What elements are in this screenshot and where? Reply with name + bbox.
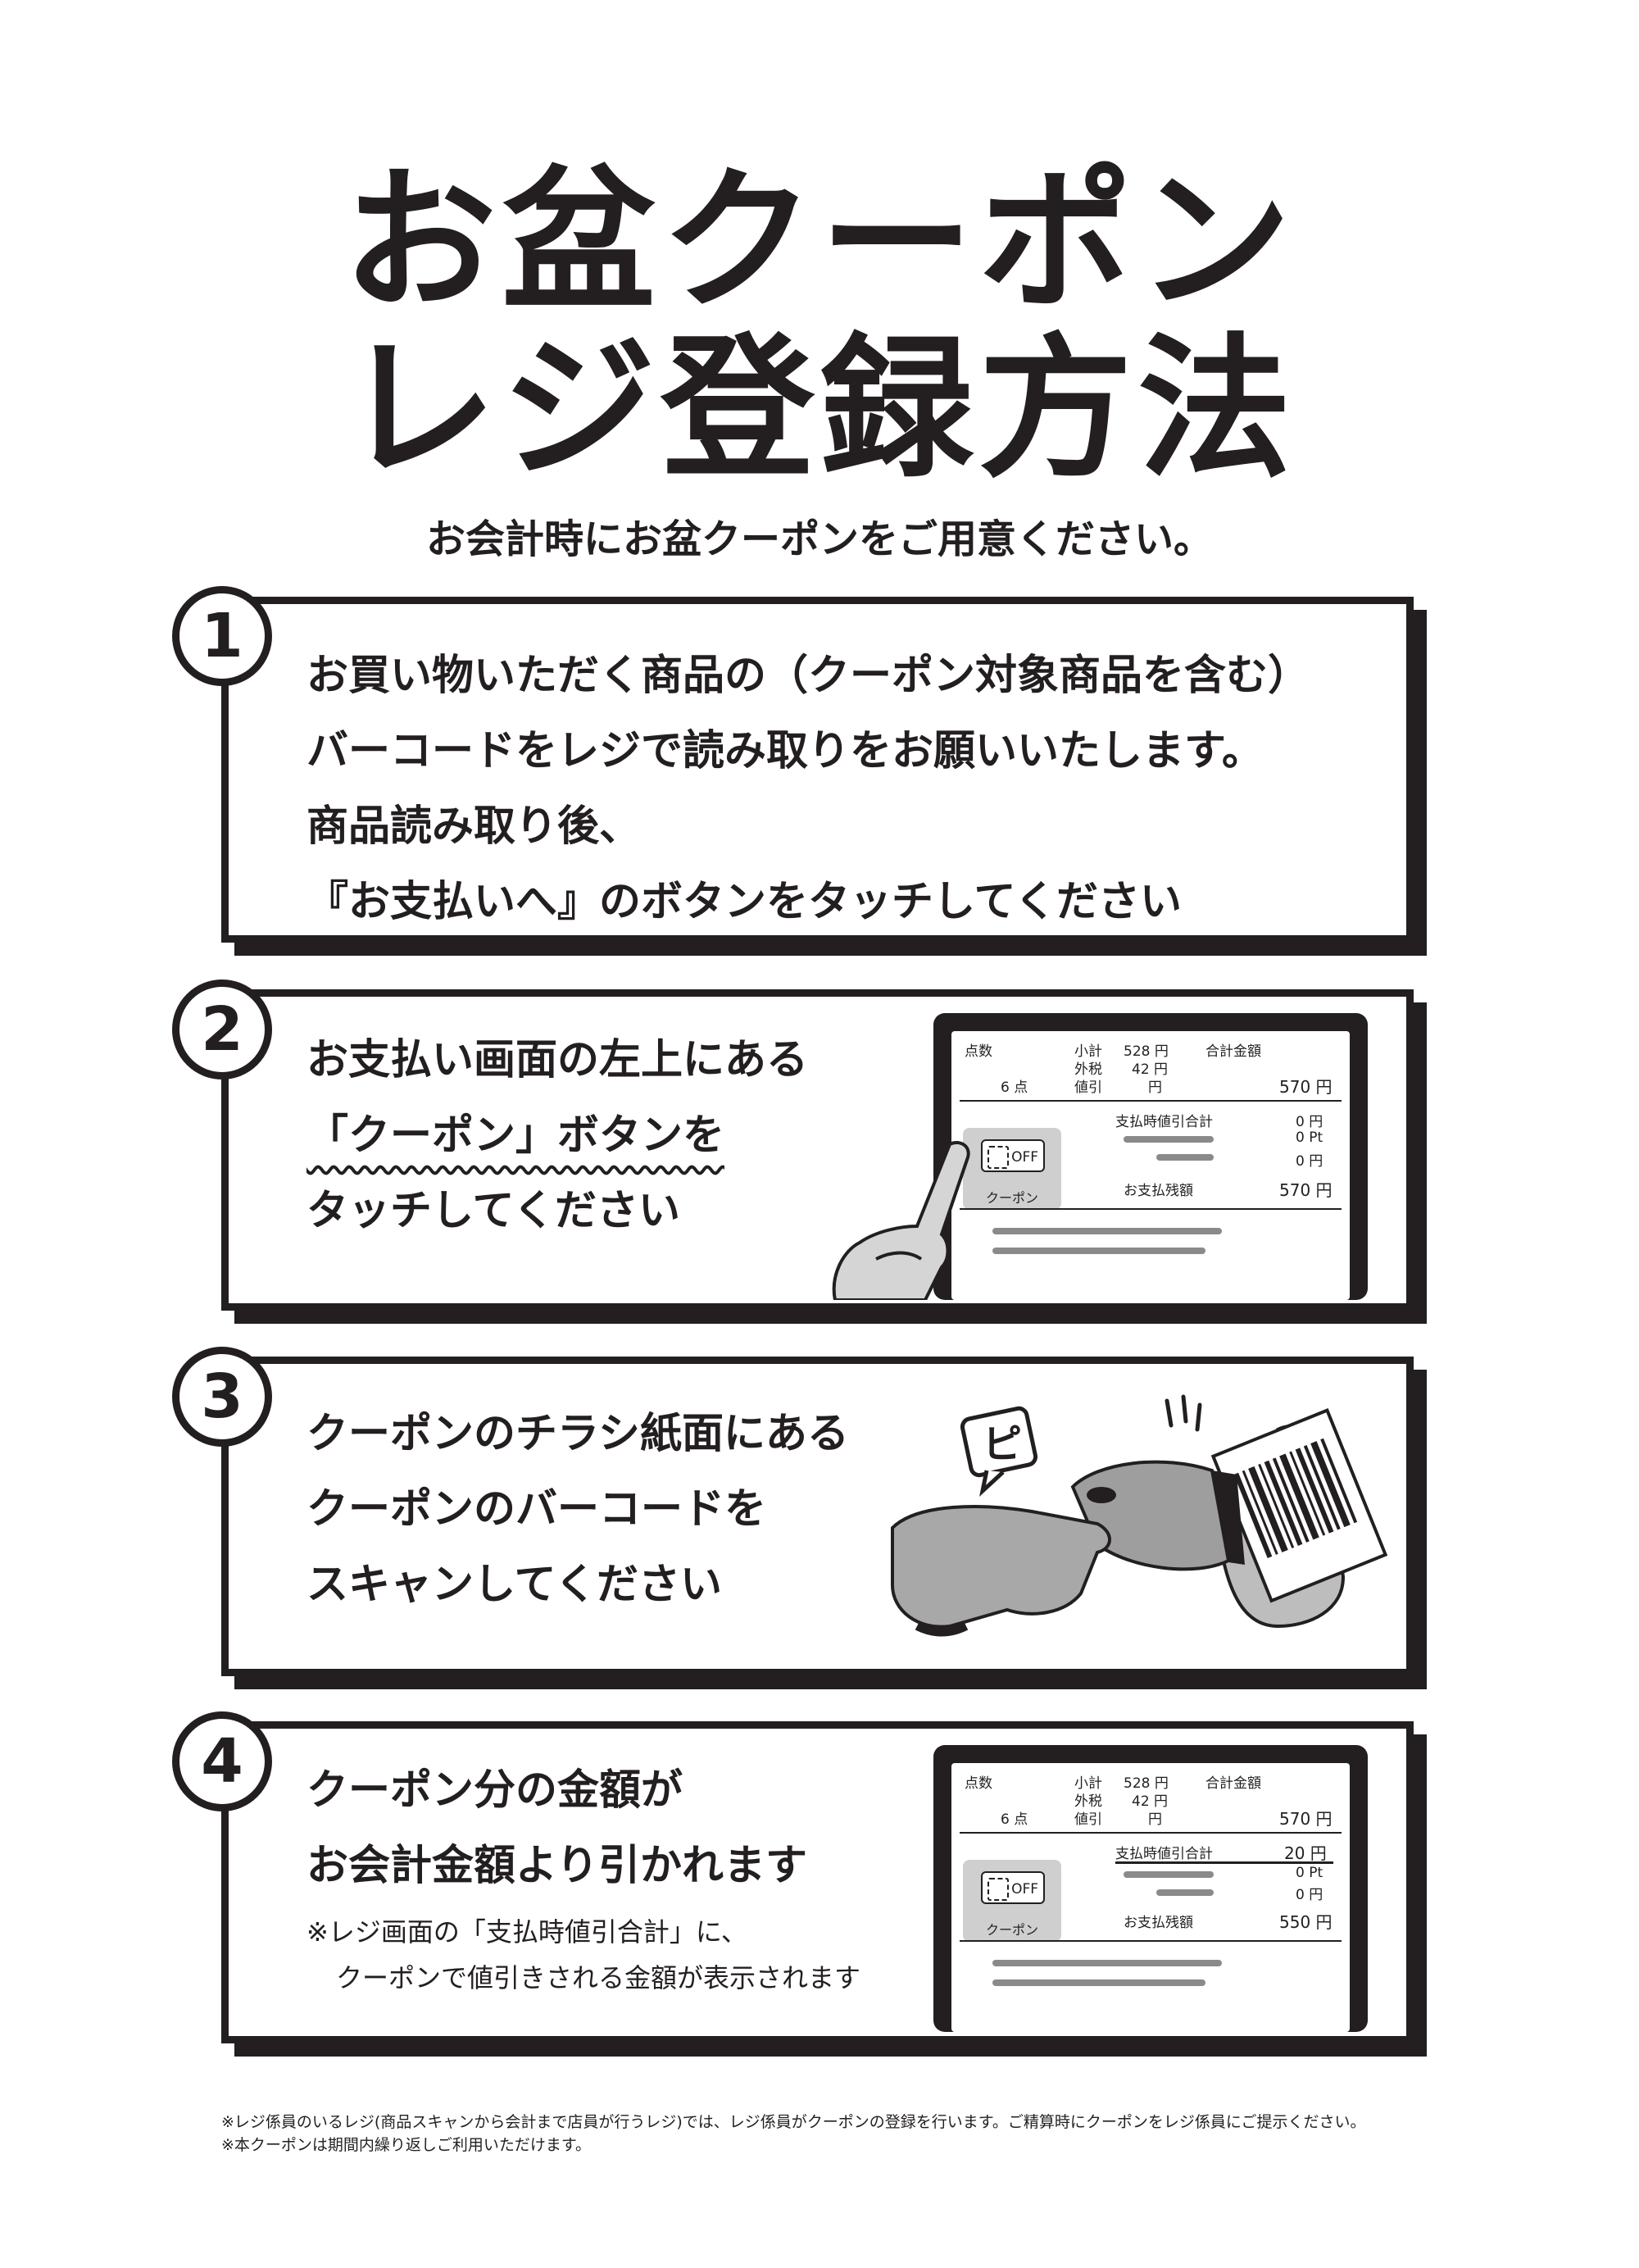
subtotal-label: 小計: [1074, 1043, 1102, 1060]
coupon-off-icon: OFF: [981, 1139, 1045, 1172]
pay-discount-value: 0 円: [1296, 1114, 1323, 1130]
step-4-line: クーポン分の金額が: [306, 1766, 683, 1815]
step-1-line: 商品読み取り後、: [306, 802, 642, 851]
off-text: OFF: [1011, 1881, 1038, 1898]
step-4-badge: 4: [172, 1711, 272, 1811]
step-1-line: バーコードをレジで読み取りをお願いいたします。: [306, 727, 1264, 775]
discount-label: 値引: [1074, 1079, 1102, 1096]
off-text: OFF: [1011, 1149, 1038, 1166]
coupon-off-icon: OFF: [981, 1871, 1045, 1904]
coupon-button[interactable]: OFF クーポン: [963, 1128, 1061, 1210]
divider: [960, 1208, 1342, 1210]
discount-unit: 円: [1148, 1811, 1162, 1828]
step-1-text: お買い物いただく商品の（クーポン対象商品を含む） バーコードをレジで読み取りをお…: [306, 639, 1310, 940]
total-value: 570 円: [1279, 1809, 1333, 1829]
step-3-text: クーポンのチラシ紙面にある クーポンのバーコードを スキャンしてください: [306, 1397, 849, 1623]
tax-label: 外税: [1074, 1793, 1102, 1810]
subtotal-value: 528 円: [1124, 1043, 1169, 1060]
step-1-panel: お買い物いただく商品の（クーポン対象商品を含む） バーコードをレジで読み取りをお…: [221, 597, 1414, 943]
step-1-badge: 1: [172, 586, 272, 686]
divider: [960, 1100, 1342, 1102]
beep-text: ピ: [983, 1421, 1022, 1467]
total-label: 合計金額: [1205, 1775, 1261, 1792]
coupon-button-label: クーポン: [985, 1922, 1038, 1938]
barcode-scanner-icon: [1070, 1460, 1245, 1571]
highlight-underline: [1115, 1861, 1333, 1864]
subtitle: お会計時にお盆クーポンをご用意ください。: [425, 516, 1213, 562]
remaining-label: お支払残額: [1124, 1183, 1193, 1199]
step-2-line: タッチしてください: [306, 1187, 680, 1235]
register-screen-illustration: 点数 小計 528 円 合計金額 外税 42 円 6 点 値引 円 570 円 …: [832, 1013, 1368, 1300]
points-value: 0 Pt: [1296, 1865, 1323, 1881]
subtotal-label: 小計: [1074, 1775, 1102, 1792]
step-1-line: お買い物いただく商品の（クーポン対象商品を含む）: [306, 652, 1310, 700]
step-4-note-line: クーポンで値引きされる金額が表示されます: [336, 1962, 861, 1993]
step-3-line: クーポンのチラシ紙面にある: [306, 1410, 849, 1458]
step-2-text: お支払い画面の左上にある 「クーポン」ボタンを タッチしてください: [306, 1023, 808, 1249]
tax-label: 外税: [1074, 1061, 1102, 1078]
tax-value: 42 円: [1132, 1793, 1169, 1810]
clerk-hand: [891, 1505, 1111, 1629]
remaining-value: 550 円: [1279, 1912, 1333, 1932]
count-label: 点数: [965, 1043, 992, 1060]
step-3-line: クーポンのバーコードを: [306, 1485, 767, 1534]
count-value: 6 点: [1001, 1079, 1028, 1096]
barcode-icon: [1233, 1438, 1358, 1558]
divider: [960, 1940, 1342, 1942]
step-4-text: クーポン分の金額が お会計金額より引かれます: [306, 1753, 807, 1904]
register-screen: 点数 小計 528 円 合計金額 外税 42 円 6 点 値引 円 570 円 …: [951, 1763, 1350, 2032]
placeholder-bar: [1124, 1871, 1214, 1878]
placeholder-bar: [992, 1228, 1222, 1234]
placeholder-bar: [1124, 1136, 1214, 1143]
scan-lines: [1165, 1394, 1202, 1432]
zero-yen-value: 0 円: [1296, 1153, 1323, 1170]
discount-label: 値引: [1074, 1811, 1102, 1828]
step-2-line: お支払い画面の左上にある: [306, 1036, 809, 1084]
step-2-panel: お支払い画面の左上にある 「クーポン」ボタンを タッチしてください 点数 小計 …: [221, 989, 1414, 1311]
coupon-button[interactable]: OFF クーポン: [963, 1860, 1061, 1942]
footnote: ※本クーポンは期間内繰り返しご利用いただけます。: [221, 2136, 592, 2154]
subtotal-value: 528 円: [1124, 1775, 1169, 1792]
step-4-panel: クーポン分の金額が お会計金額より引かれます ※レジ画面の「支払時値引合計」に、…: [221, 1721, 1414, 2043]
total-value: 570 円: [1279, 1077, 1333, 1097]
placeholder-bar: [992, 1248, 1205, 1254]
discount-unit: 円: [1148, 1079, 1162, 1096]
pay-discount-label: 支払時値引合計: [1115, 1114, 1213, 1130]
zero-yen-value: 0 円: [1296, 1887, 1323, 1903]
coupon-flyer: [1210, 1407, 1388, 1603]
footnote: ※レジ係員のいるレジ(商品スキャンから会計まで店員が行うレジ)では、レジ係員がク…: [221, 2113, 1366, 2131]
step-3-line: スキャンしてください: [306, 1561, 722, 1609]
beep-bubble: ピ: [960, 1406, 1038, 1498]
register-screen: 点数 小計 528 円 合計金額 外税 42 円 6 点 値引 円 570 円 …: [951, 1031, 1350, 1300]
divider: [960, 1832, 1342, 1834]
tax-value: 42 円: [1132, 1061, 1169, 1078]
step-3-badge: 3: [172, 1347, 272, 1447]
step-4-note-line: ※レジ画面の「支払時値引合計」に、: [306, 1916, 747, 1948]
placeholder-bar: [992, 1979, 1205, 1986]
step-1-line: 『お支払いへ』のボタンをタッチしてください: [306, 878, 1182, 926]
title-line-2: レジ登録方法: [343, 320, 1296, 499]
step-4-line: お会計金額より引かれます: [306, 1842, 807, 1890]
step-2-line-highlight: 「クーポン」ボタンを: [306, 1111, 725, 1160]
count-value: 6 点: [1001, 1811, 1028, 1828]
placeholder-bar: [992, 1960, 1222, 1966]
coupon-button-label: クーポン: [985, 1190, 1038, 1206]
placeholder-bar: [1156, 1889, 1214, 1896]
scanner-illustration: ピ: [891, 1394, 1388, 1637]
step-3-panel: クーポンのチラシ紙面にある クーポンのバーコードを スキャンしてください ピ: [221, 1357, 1414, 1676]
pay-discount-label: 支払時値引合計: [1115, 1846, 1213, 1862]
total-label: 合計金額: [1205, 1043, 1261, 1060]
pay-discount-value: 20 円: [1284, 1843, 1327, 1863]
step-2-badge: 2: [172, 979, 272, 1079]
placeholder-bar: [1156, 1154, 1214, 1161]
register-screen-result-illustration: 点数 小計 528 円 合計金額 外税 42 円 6 点 値引 円 570 円 …: [933, 1745, 1368, 2032]
pointing-hand-icon: [832, 1141, 970, 1300]
points-value: 0 Pt: [1296, 1129, 1323, 1146]
title-line-1: お盆クーポン: [343, 152, 1296, 331]
remaining-value: 570 円: [1279, 1180, 1333, 1200]
step-4-note: ※レジ画面の「支払時値引合計」に、 クーポンで値引きされる金額が表示されます: [306, 1909, 860, 2001]
count-label: 点数: [965, 1775, 992, 1792]
remaining-label: お支払残額: [1124, 1915, 1193, 1931]
